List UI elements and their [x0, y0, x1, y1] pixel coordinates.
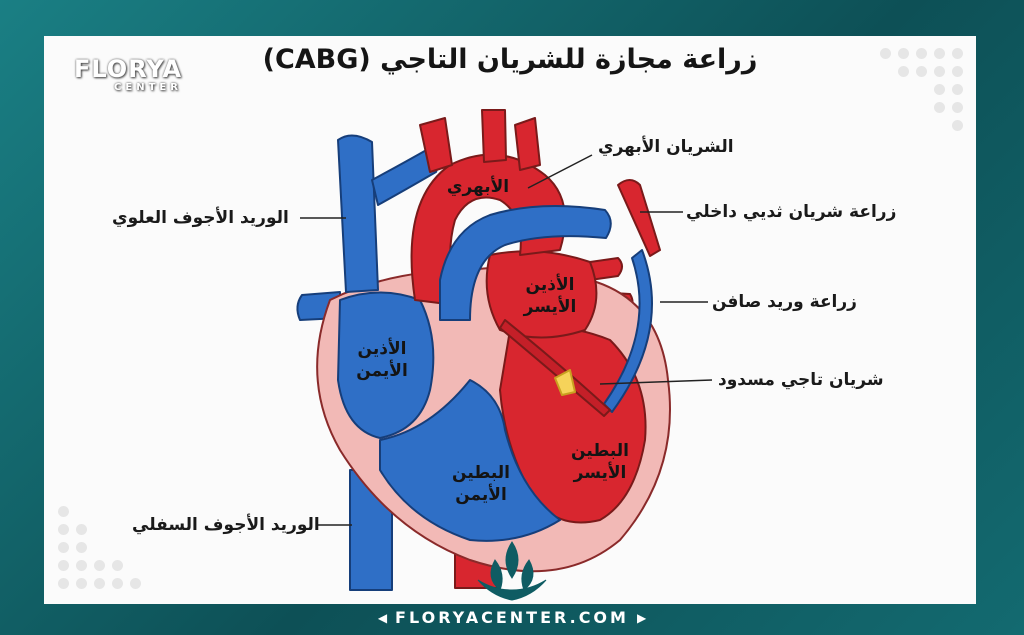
label-aorta: الشريان الأبهري	[598, 137, 734, 157]
leaf-logo-icon	[477, 541, 547, 601]
left-ventricle-line1: البطين	[571, 441, 629, 461]
footer-url[interactable]: FLORYACENTER.COM	[395, 608, 629, 627]
label-internal-mammary-graft: زراعة شريان ثديي داخلي	[686, 202, 897, 222]
label-superior-vena-cava: الوريد الأجوف العلوي	[112, 208, 289, 228]
right-atrium-line1: الأذين	[357, 339, 407, 359]
inner-label-aorta: الأبهري	[446, 177, 510, 197]
label-inferior-vena-cava: الوريد الأجوف السفلي	[132, 515, 320, 535]
label-saphenous-vein-graft: زراعة وريد صافن	[712, 292, 857, 312]
inner-label-left-atrium: الأذين الأيسر	[512, 274, 588, 318]
right-ventricle-chamber	[379, 379, 561, 542]
inner-label-left-ventricle: البطين الأيسر	[562, 440, 638, 484]
coronary-plaque	[554, 369, 576, 396]
leader-aorta	[527, 154, 593, 189]
aortic-branch-3	[514, 117, 541, 171]
aortic-branch-1	[419, 117, 453, 173]
right-atrium-chamber	[337, 291, 435, 439]
internal-mammary-graft	[617, 179, 661, 257]
left-atrium-line1: الأذين	[525, 275, 575, 295]
brand-logo: FLORYA CENTER	[66, 56, 190, 94]
aortic-branch-2	[481, 109, 507, 163]
footer-left-arrow-icon: ◀	[377, 611, 388, 625]
right-ventricle-line2: الأيمن	[455, 485, 507, 505]
superior-vena-cava	[337, 134, 379, 293]
left-atrium-line2: الأيسر	[523, 297, 577, 317]
inner-label-right-ventricle: البطين الأيمن	[438, 462, 524, 506]
right-ventricle-line1: البطين	[452, 463, 510, 483]
logo-wordmark: FLORYA	[73, 55, 183, 83]
decorative-dots-top-right	[880, 48, 970, 138]
pulmonary-trunk	[439, 205, 612, 321]
footer-url-bar: ◀ FLORYACENTER.COM ▶	[0, 608, 1024, 627]
leader-blocked	[599, 379, 713, 385]
left-ventricle-line2: الأيسر	[573, 463, 627, 483]
decorative-dots-bottom-left	[58, 506, 148, 596]
right-atrium-line2: الأيمن	[356, 361, 408, 381]
inner-label-right-atrium: الأذين الأيمن	[344, 338, 420, 382]
label-blocked-coronary-artery: شريان تاجي مسدود	[718, 370, 884, 390]
blocked-coronary-artery	[499, 319, 611, 417]
footer-right-arrow-icon: ▶	[636, 611, 647, 625]
page-title: زراعة مجازة للشريان التاجي (CABG)	[262, 44, 758, 75]
pulmonary-vein-upper	[589, 257, 623, 281]
logo-subtitle: CENTER	[114, 82, 182, 93]
left-atrium-chamber	[485, 250, 598, 339]
